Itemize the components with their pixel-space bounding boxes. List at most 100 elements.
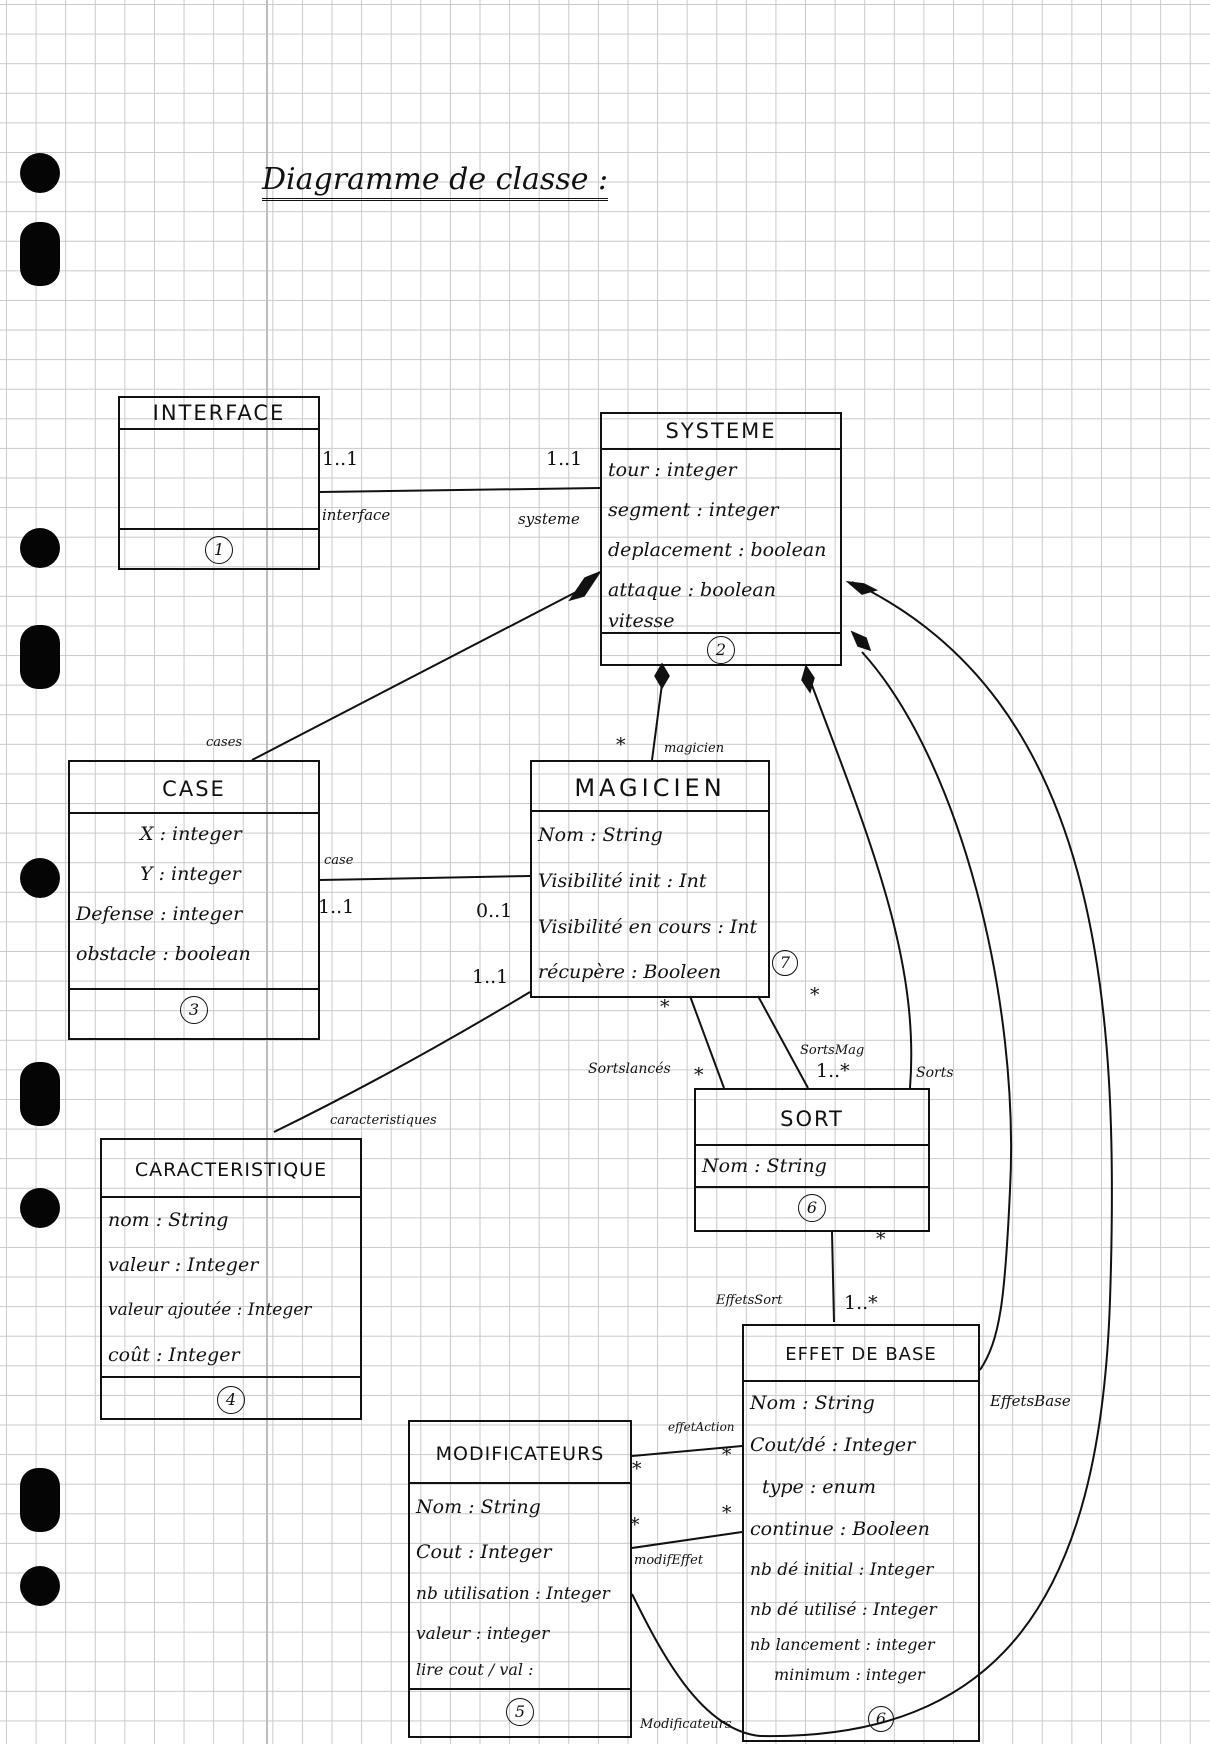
attribute: Defense : integer bbox=[76, 903, 243, 925]
multiplicity-label: * bbox=[630, 1514, 640, 1536]
attribute: Visibilité init : Int bbox=[538, 870, 707, 892]
attribute: nb utilisation : Integer bbox=[416, 1584, 610, 1604]
assoc-magicien-caracteristique bbox=[273, 991, 531, 1133]
class-number: 4 bbox=[217, 1386, 245, 1414]
multiplicity-label: * bbox=[722, 1444, 732, 1466]
binder-hole bbox=[20, 222, 60, 286]
class-number: 5 bbox=[506, 1698, 534, 1726]
class-case[interactable]: CASE X : integer Y : integer Defense : i… bbox=[68, 760, 320, 1040]
binder-hole bbox=[20, 1566, 60, 1606]
attribute: Cout : Integer bbox=[416, 1541, 552, 1563]
attribute: tour : integer bbox=[608, 459, 737, 481]
attribute: type : enum bbox=[762, 1476, 876, 1498]
attribute: attaque : boolean bbox=[608, 579, 776, 601]
notebook-margin-line bbox=[266, 0, 268, 1744]
multiplicity-label: 1..* bbox=[816, 1060, 850, 1082]
class-systeme[interactable]: SYSTEME tour : integer segment : integer… bbox=[600, 412, 842, 666]
role-label: EffetsBase bbox=[990, 1392, 1071, 1410]
role-label: systeme bbox=[518, 510, 580, 528]
attribute: Nom : String bbox=[416, 1496, 541, 1518]
multiplicity-label: * bbox=[616, 734, 626, 756]
assoc-modifeffet bbox=[631, 1531, 743, 1549]
role-label: Modificateurs bbox=[640, 1717, 732, 1732]
composition-diamond bbox=[568, 570, 602, 602]
class-number: 2 bbox=[707, 636, 735, 664]
class-effet-de-base[interactable]: EFFET DE BASE Nom : String Cout/dé : Int… bbox=[742, 1324, 980, 1742]
role-label: caracteristiques bbox=[330, 1113, 437, 1128]
role-label: modifEffet bbox=[634, 1553, 704, 1568]
assoc-magicien-sort-mag bbox=[757, 995, 809, 1089]
class-attributes: Nom : String Cout : Integer nb utilisati… bbox=[410, 1484, 630, 1690]
attribute: segment : integer bbox=[608, 499, 779, 521]
role-label: magicien bbox=[664, 741, 725, 756]
multiplicity-label: * bbox=[722, 1502, 732, 1524]
composition-diamond bbox=[850, 630, 872, 652]
attribute: nb lancement : integer bbox=[750, 1635, 935, 1654]
assoc-interface-systeme bbox=[319, 487, 601, 493]
binder-hole bbox=[20, 1468, 60, 1532]
attribute: nb dé utilisé : Integer bbox=[750, 1600, 937, 1620]
attribute: Y : integer bbox=[140, 863, 241, 885]
assoc-systeme-case bbox=[251, 589, 581, 761]
class-name: MAGICIEN bbox=[532, 762, 768, 812]
binder-hole bbox=[20, 528, 60, 568]
binder-hole bbox=[20, 858, 60, 898]
class-attributes: Nom : String Visibilité init : Int Visib… bbox=[532, 812, 768, 994]
binder-hole bbox=[20, 153, 60, 193]
binder-hole bbox=[20, 625, 60, 689]
attribute: continue : Booleen bbox=[750, 1518, 930, 1540]
class-attributes: Nom : String bbox=[696, 1146, 928, 1188]
composition-diamond bbox=[801, 664, 815, 694]
class-name: SYSTEME bbox=[602, 414, 840, 450]
attribute: vitesse bbox=[608, 610, 675, 632]
class-magicien[interactable]: MAGICIEN Nom : String Visibilité init : … bbox=[530, 760, 770, 998]
class-name: INTERFACE bbox=[120, 398, 318, 430]
multiplicity-label: 0..1 bbox=[476, 900, 513, 922]
assoc-effetaction bbox=[631, 1445, 743, 1457]
multiplicity-label: * bbox=[694, 1064, 704, 1086]
attribute: récupère : Booleen bbox=[538, 961, 722, 983]
class-attributes bbox=[120, 430, 318, 530]
assoc-sort-effet bbox=[831, 1231, 835, 1323]
attribute: Nom : String bbox=[702, 1155, 827, 1177]
attribute: minimum : integer bbox=[774, 1665, 925, 1684]
composition-diamond bbox=[654, 662, 670, 690]
multiplicity-label: 1..1 bbox=[318, 896, 355, 918]
role-label: interface bbox=[322, 506, 391, 524]
assoc-systeme-modificateurs bbox=[631, 581, 1113, 1738]
binder-hole bbox=[20, 1188, 60, 1228]
class-caracteristique[interactable]: CARACTERISTIQUE nom : String valeur : In… bbox=[100, 1138, 362, 1420]
class-attributes: Nom : String Cout/dé : Integer type : en… bbox=[744, 1382, 978, 1690]
class-number: 1 bbox=[205, 536, 233, 564]
class-name: EFFET DE BASE bbox=[744, 1326, 978, 1382]
class-sort[interactable]: SORT Nom : String 6 bbox=[694, 1088, 930, 1232]
role-label: EffetsSort bbox=[716, 1293, 783, 1308]
attribute: Nom : String bbox=[750, 1392, 875, 1414]
class-name: CARACTERISTIQUE bbox=[102, 1140, 360, 1198]
attribute: nom : String bbox=[108, 1209, 229, 1231]
role-label: Sorts bbox=[916, 1065, 954, 1081]
class-interface[interactable]: INTERFACE 1 bbox=[118, 396, 320, 570]
role-label: effetAction bbox=[668, 1420, 735, 1434]
multiplicity-label: 1..1 bbox=[546, 448, 583, 470]
assoc-magicien-sort-lances bbox=[689, 995, 725, 1089]
attribute: obstacle : boolean bbox=[76, 943, 251, 965]
multiplicity-label: * bbox=[660, 996, 670, 1018]
class-number: 3 bbox=[180, 996, 208, 1024]
class-name: SORT bbox=[696, 1090, 928, 1146]
class-name: MODIFICATEURS bbox=[410, 1422, 630, 1484]
role-label: SortsMag bbox=[800, 1043, 865, 1058]
class-modificateurs[interactable]: MODIFICATEURS Nom : String Cout : Intege… bbox=[408, 1420, 632, 1738]
page-title: Diagramme de classe : bbox=[262, 162, 609, 201]
attribute: valeur : Integer bbox=[108, 1254, 259, 1276]
multiplicity-label: * bbox=[810, 984, 820, 1006]
attribute: deplacement : boolean bbox=[608, 539, 827, 561]
attribute: valeur ajoutée : Integer bbox=[108, 1300, 312, 1320]
multiplicity-label: * bbox=[876, 1228, 886, 1250]
multiplicity-label: 1..1 bbox=[322, 448, 359, 470]
multiplicity-label: 1..1 bbox=[472, 966, 509, 988]
attribute: Visibilité en cours : Int bbox=[538, 916, 758, 938]
class-effet-number: 6 bbox=[868, 1706, 894, 1732]
assoc-systeme-magicien bbox=[651, 683, 663, 761]
